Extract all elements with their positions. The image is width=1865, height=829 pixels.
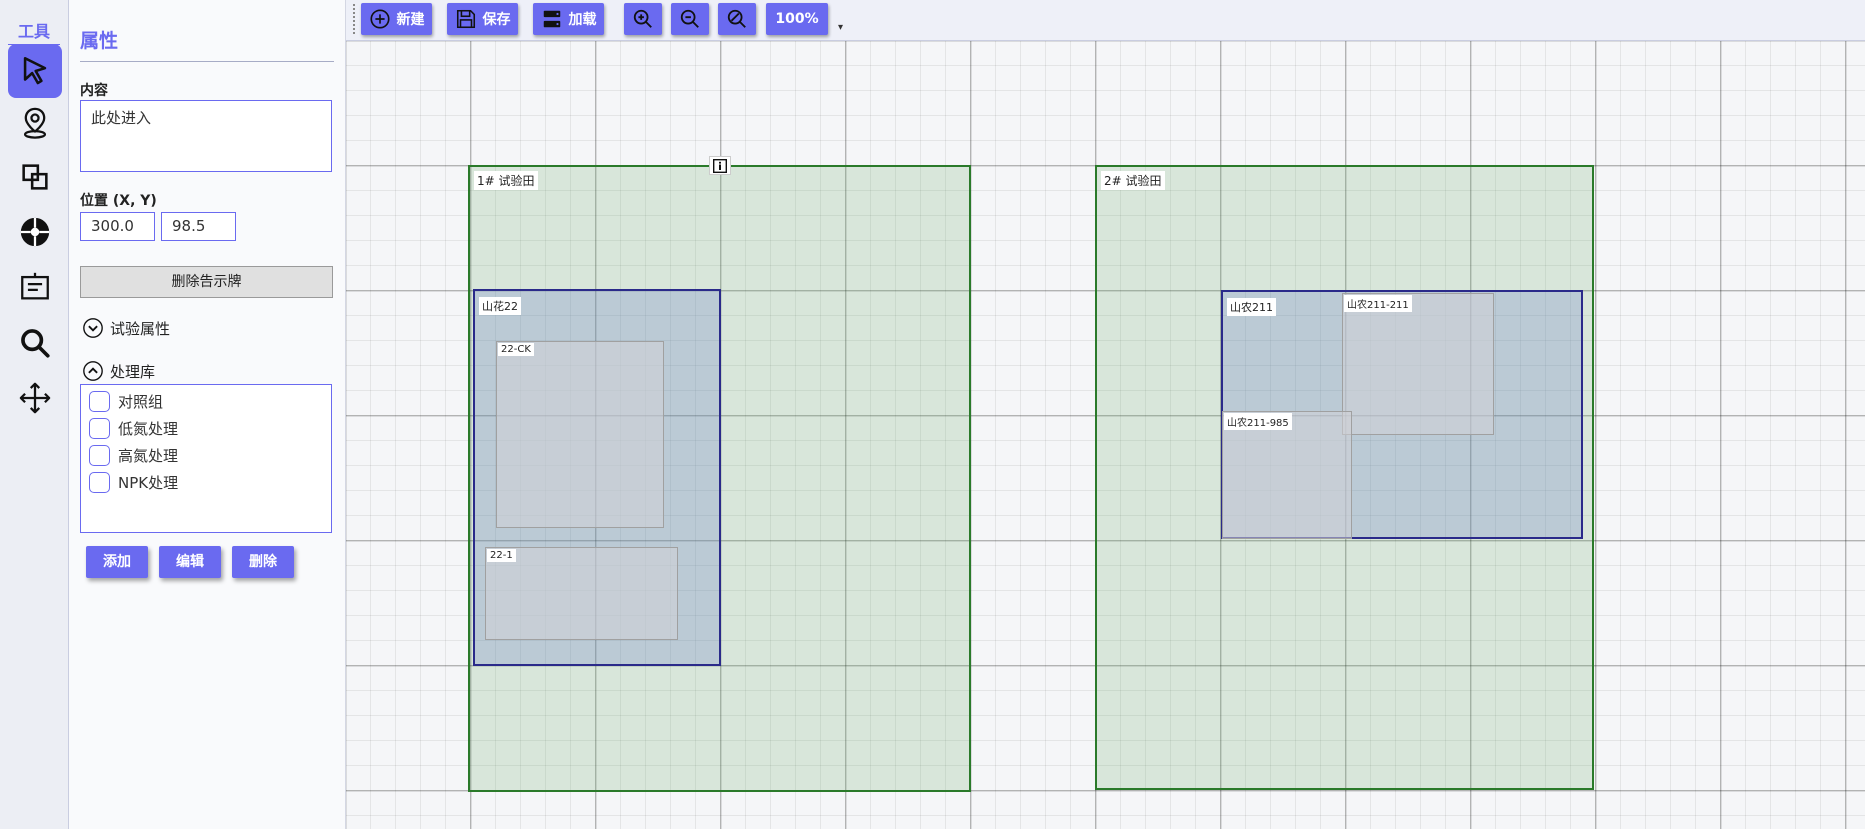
subplot-shannong211-985[interactable]: 山农211-985 — [1222, 411, 1352, 539]
edit-button[interactable]: 编辑 — [159, 546, 221, 578]
trial-attributes-label: 试验属性 — [110, 319, 171, 338]
info-sign-marker[interactable] — [709, 156, 731, 175]
properties-divider — [80, 61, 334, 62]
toolbar-grip[interactable] — [353, 4, 355, 34]
zoom-tool-button[interactable] — [8, 316, 62, 370]
zoom-out-icon — [680, 9, 699, 28]
checkbox[interactable] — [89, 471, 110, 493]
subplot-label: 22-CK — [498, 343, 534, 356]
properties-panel: 属性 内容 此处进入 位置 (X, Y) 300.0 98.5 删除告示牌 试验… — [69, 0, 346, 829]
delete-button[interactable]: 删除 — [232, 546, 294, 578]
position-x-input[interactable]: 300.0 — [80, 212, 155, 241]
save-label: 保存 — [482, 12, 511, 28]
field-label: 1# 试验田 — [474, 171, 538, 190]
pan-tool-button[interactable] — [8, 371, 62, 425]
sign-tool-button[interactable] — [8, 260, 62, 314]
zoom-reset-icon — [727, 9, 746, 28]
tool-rail: 工具 — [0, 0, 69, 829]
load-button[interactable]: 加载 — [533, 3, 604, 35]
move-arrows-icon — [19, 382, 51, 414]
content-label: 内容 — [80, 83, 108, 99]
plus-circle-icon — [369, 9, 390, 29]
position-label: 位置 (X, Y) — [80, 193, 157, 209]
subplot-label: 山农211-985 — [1224, 413, 1292, 430]
save-button[interactable]: 保存 — [447, 3, 518, 35]
cursor-arrow-icon — [23, 56, 47, 85]
select-tool-button[interactable] — [8, 44, 62, 98]
checkbox[interactable] — [89, 417, 110, 439]
subplot-shannong211-211[interactable]: 山农211-211 — [1342, 293, 1494, 435]
content-textarea[interactable]: 此处进入 — [80, 100, 332, 172]
position-y-input[interactable]: 98.5 — [161, 212, 236, 241]
location-tool-button[interactable] — [8, 96, 62, 150]
list-item[interactable]: NPK处理 — [89, 470, 178, 494]
subplot-label: 山农211-211 — [1344, 295, 1412, 312]
toolbar-overflow-icon[interactable]: ▾ — [838, 22, 844, 33]
new-label: 新建 — [396, 12, 425, 28]
library-label: 处理库 — [110, 362, 156, 381]
list-item[interactable]: 低氮处理 — [89, 416, 178, 440]
plot-label: 山花22 — [479, 297, 521, 315]
floppy-disk-icon — [456, 9, 475, 29]
tool-rail-title: 工具 — [17, 22, 50, 41]
canvas[interactable]: 1# 试验田 2# 试验田 山花22 22-CK 22-1 山农211 山农21… — [346, 41, 1865, 829]
chevron-up-icon — [83, 361, 103, 381]
zoom-reset-button[interactable] — [718, 3, 756, 35]
zoom-level-button[interactable]: 100% — [766, 3, 828, 35]
checkbox[interactable] — [89, 444, 110, 466]
checkbox[interactable] — [89, 390, 110, 412]
subplot-22-ck[interactable]: 22-CK — [496, 341, 664, 528]
load-label: 加载 — [568, 12, 597, 28]
add-button[interactable]: 添加 — [86, 546, 148, 578]
list-item[interactable]: 高氮处理 — [89, 443, 178, 467]
sample-tool-button[interactable] — [8, 205, 62, 259]
plot-label: 山农211 — [1227, 298, 1276, 316]
delete-sign-button[interactable]: 删除告示牌 — [80, 266, 333, 298]
segmented-circle-icon — [20, 217, 50, 247]
plot-tool-button[interactable] — [8, 150, 62, 204]
server-stack-icon — [543, 10, 560, 28]
signboard-icon — [21, 272, 49, 300]
subplot-22-1[interactable]: 22-1 — [485, 547, 678, 640]
properties-title: 属性 — [80, 30, 119, 52]
info-icon — [713, 158, 727, 173]
field-label: 2# 试验田 — [1101, 171, 1165, 190]
treatment-library-list: 对照组 低氮处理 高氮处理 NPK处理 — [80, 384, 332, 533]
magnifier-icon — [21, 329, 50, 358]
subplot-label: 22-1 — [487, 549, 516, 562]
list-item-label: 对照组 — [118, 392, 164, 411]
chevron-down-icon — [83, 318, 103, 338]
trial-attributes-toggle[interactable]: 试验属性 — [82, 317, 170, 339]
toolbar: 新建 保存 加载 100% ▾ — [346, 0, 1865, 41]
zoom-in-button[interactable] — [624, 3, 662, 35]
new-button[interactable]: 新建 — [361, 3, 432, 35]
list-item-label: NPK处理 — [118, 473, 179, 492]
overlap-squares-icon — [22, 164, 48, 190]
list-item[interactable]: 对照组 — [89, 389, 163, 413]
list-item-label: 低氮处理 — [118, 419, 179, 438]
library-toggle[interactable]: 处理库 — [82, 360, 155, 382]
zoom-in-icon — [633, 9, 652, 28]
map-pin-icon — [23, 107, 47, 139]
list-item-label: 高氮处理 — [118, 446, 179, 465]
zoom-out-button[interactable] — [671, 3, 709, 35]
